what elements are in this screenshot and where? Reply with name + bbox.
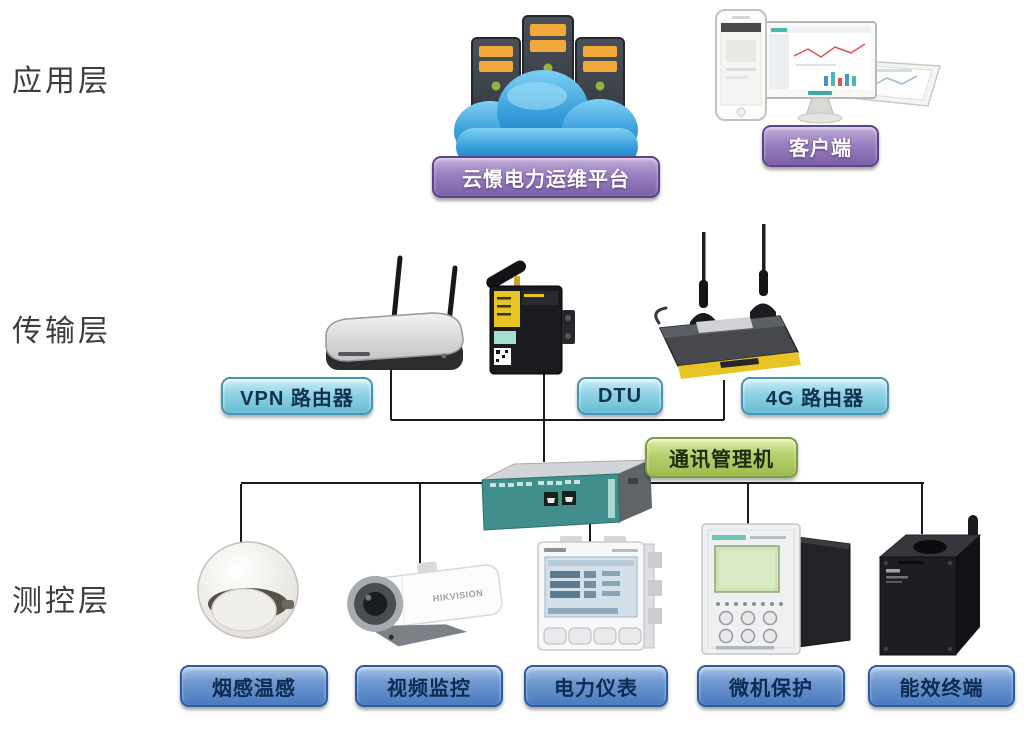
- transmission-bus-line: [391, 419, 724, 421]
- label-energy-terminal: 能效终端: [868, 665, 1015, 707]
- connector-vpn-router: [390, 370, 392, 420]
- power-meter-illustration: [537, 536, 662, 651]
- 4g-router-illustration: [654, 224, 801, 379]
- antenna-icon: [391, 255, 403, 321]
- antenna-icon: [690, 232, 717, 329]
- connector-smoke-sensor: [240, 484, 242, 550]
- monitor-icon: [763, 21, 877, 124]
- connector-video-camera: [419, 484, 421, 570]
- cloud-icon: [454, 70, 638, 165]
- label-power-meter: 电力仪表: [524, 665, 668, 707]
- label-cloud-platform: 云憬电力运维平台: [432, 156, 660, 198]
- antenna-icon: [486, 260, 526, 289]
- vpn-router-illustration: [325, 255, 464, 370]
- label-relay-protection: 微机保护: [697, 665, 845, 707]
- cloud-servers-illustration: [454, 15, 638, 165]
- smartphone-icon: [715, 9, 767, 121]
- dtu-illustration: [486, 260, 575, 375]
- connector-dtu-comm-manager: [543, 372, 545, 462]
- comm-manager-illustration: [481, 459, 652, 531]
- energy-terminal-illustration: [878, 515, 982, 656]
- client-devices-illustration: [715, 9, 941, 124]
- label-video-camera: 视频监控: [355, 665, 503, 707]
- antenna-icon: [750, 224, 776, 319]
- smoke-sensor-illustration: [197, 541, 299, 639]
- connector-relay-protection: [747, 484, 749, 528]
- relay-protection-illustration: [701, 523, 851, 655]
- label-4g-router: 4G 路由器: [741, 377, 889, 415]
- label-client: 客户端: [762, 125, 879, 167]
- label-comm-manager: 通讯管理机: [645, 437, 798, 478]
- layer-title-application: 应用层: [12, 65, 111, 98]
- label-vpn-router: VPN 路由器: [221, 377, 373, 415]
- layer-title-measurement: 测控层: [12, 585, 111, 618]
- layer-title-transmission: 传输层: [12, 315, 111, 348]
- label-smoke-sensor: 烟感温感: [180, 665, 328, 707]
- video-camera-illustration: HIKVISION: [347, 561, 503, 647]
- connector-4g-router: [723, 380, 725, 420]
- label-dtu: DTU: [577, 377, 663, 415]
- connector-energy-terminal: [921, 484, 923, 534]
